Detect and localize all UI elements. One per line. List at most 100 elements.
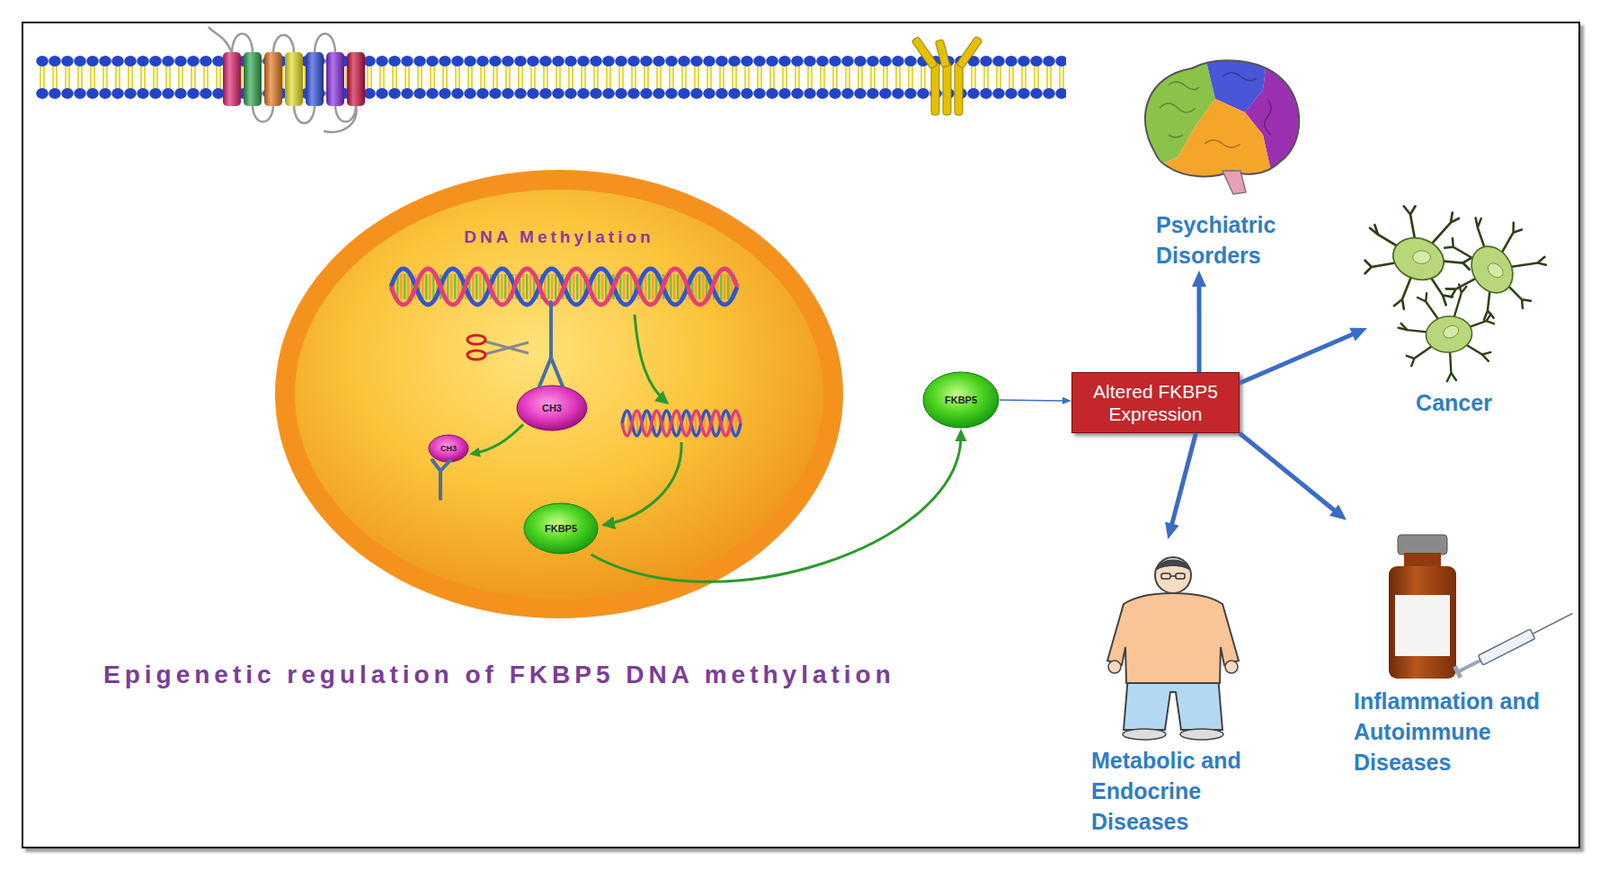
disease-category: Inflammation and Autoimmune Diseases (1346, 515, 1577, 778)
connector-line (1239, 331, 1359, 383)
vial-and-syringe (1395, 595, 1450, 657)
scissors (467, 335, 529, 360)
gpcr-receptor (284, 52, 303, 107)
connector-arrow (999, 397, 1072, 405)
cell-nucleus: DNA MethylationCH3CH3FKBP5 (273, 168, 845, 621)
nucleus-body (294, 189, 824, 599)
tyrosine-kinase-receptor (954, 62, 963, 116)
diagram-title: Epigenetic regulation of FKBP5 DNA methy… (103, 660, 896, 690)
released-binder (440, 460, 451, 472)
person-illustration (1161, 573, 1171, 579)
connector-arrow (1239, 328, 1368, 383)
tyrosine-kinase-receptor (911, 36, 938, 70)
connector-line (591, 435, 961, 582)
connector-line (1239, 433, 1340, 515)
cell-membrane (35, 54, 1067, 100)
scissors (467, 350, 486, 360)
protein-ellipse-fill (923, 372, 999, 428)
scissors (485, 342, 529, 355)
connector-line (475, 424, 524, 454)
gpcr-receptor (222, 52, 241, 107)
person-illustration (1180, 728, 1224, 740)
brain-illustration (1145, 60, 1299, 177)
arrow-head (955, 428, 968, 442)
methyl-binding-stem (539, 357, 552, 387)
tyrosine-kinase-receptor (911, 35, 983, 116)
dna-helix (391, 268, 738, 305)
tyrosine-kinase-receptor (942, 62, 952, 116)
connector-line (999, 399, 1067, 401)
connector-arrow (1239, 433, 1347, 521)
cancer-cells (1386, 272, 1511, 395)
connector-arrow (1191, 270, 1207, 373)
connector-arrow (1164, 433, 1196, 540)
connector-arrow (469, 424, 524, 457)
dna-fragment (622, 410, 741, 436)
node-label: CH3 (542, 402, 562, 414)
gpcr-receptor (305, 52, 324, 107)
node-label: FKBP5 (944, 394, 978, 406)
gpcr-receptor (284, 52, 303, 107)
gpcr-receptor (252, 104, 357, 133)
gpcr-receptor (326, 52, 345, 107)
person-illustration (1170, 575, 1176, 578)
expression-box: Altered FKBP5 Expression (1071, 372, 1240, 434)
protein-ellipse-fill (524, 503, 598, 554)
fkbp5-protein: FKBP5 (523, 502, 599, 555)
transcription-arrow (604, 314, 682, 525)
brain-illustration (1222, 170, 1246, 195)
connector-line (1197, 280, 1202, 373)
scissors (467, 335, 486, 345)
transcription-arrow (604, 442, 682, 525)
gpcr-receptor (222, 52, 241, 107)
person-illustration (1175, 573, 1185, 579)
cell-membrane (35, 54, 1067, 100)
person-illustration (1107, 557, 1239, 740)
arrow-head (1164, 522, 1179, 540)
dna-helix (391, 268, 738, 305)
scissors (485, 341, 529, 354)
fkbp5-protein: FKBP5 (922, 371, 1000, 429)
methyl-group: CH3 (515, 384, 588, 432)
released-binder (438, 471, 443, 499)
vial-and-syringe (1532, 613, 1574, 635)
dna-fragment (622, 414, 740, 433)
vial-and-syringe (1452, 665, 1463, 679)
disease-label: Cancer (1367, 387, 1541, 418)
gpcr-receptor (243, 52, 262, 107)
dna-helix (392, 274, 736, 300)
arrow-head (1191, 270, 1207, 287)
brain-illustration (1159, 72, 1272, 148)
dna-helix (392, 274, 736, 300)
gpcr-receptor (264, 52, 283, 107)
person-illustration (1155, 560, 1192, 573)
gpcr-receptor (305, 52, 324, 107)
dna-fragment (622, 410, 741, 436)
cancer-cells (1365, 206, 1472, 310)
gpcr-receptor (208, 26, 336, 54)
dna-fragment (622, 410, 741, 436)
arrow-head (1349, 328, 1368, 342)
brain-illustration (1123, 53, 1313, 180)
vial-and-syringe (1477, 629, 1535, 666)
gpcr-receptor (346, 52, 365, 107)
disease-label: Inflammation and Autoimmune Diseases (1353, 685, 1577, 778)
connector-line (1170, 433, 1196, 531)
brain-illustration (1123, 53, 1313, 195)
gpcr-receptor (208, 26, 365, 133)
arrow-head (1062, 397, 1072, 405)
vial-and-syringe (1457, 658, 1482, 674)
disease-category: Cancer (1367, 204, 1541, 418)
vial-and-syringe (1397, 534, 1448, 555)
person-illustration (1122, 728, 1166, 740)
tyrosine-kinase-receptor (934, 39, 950, 68)
disease-label: Metabolic and Endocrine Diseases (1091, 745, 1276, 837)
person-illustration (1225, 660, 1238, 674)
connector-arrow (591, 428, 968, 582)
released-binder (432, 460, 451, 499)
disease-label: Psychiatric Disorders (1155, 209, 1301, 271)
transcription-arrow (634, 314, 667, 403)
arrow-head (1329, 504, 1347, 521)
